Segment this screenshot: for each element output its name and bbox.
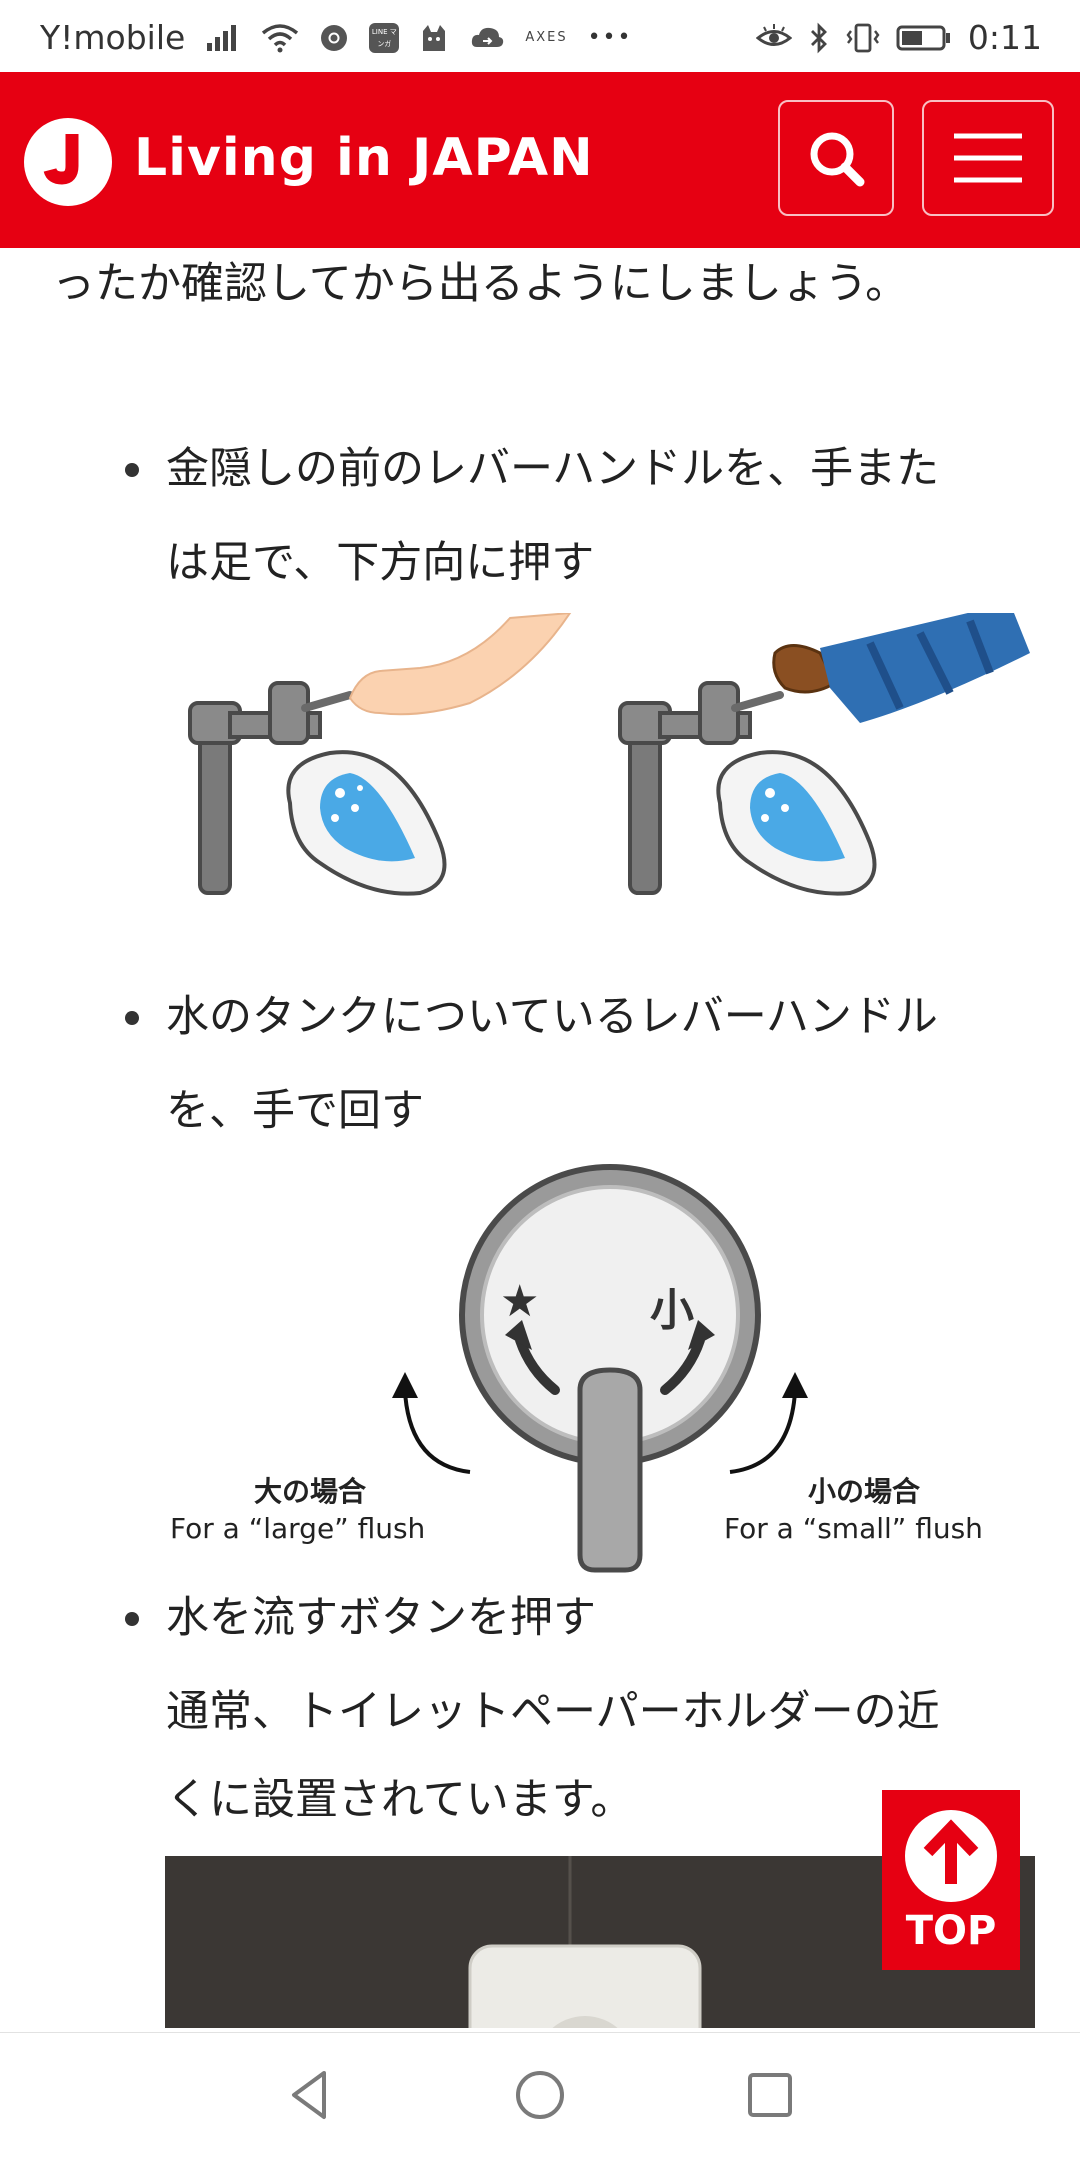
urinal-hand-illustration bbox=[188, 613, 572, 896]
urinal-lever-illustration bbox=[188, 613, 1030, 896]
cat-icon bbox=[423, 24, 446, 51]
list-item-line: は足で、下方向に押す bbox=[166, 538, 595, 588]
star-symbol: ★ bbox=[500, 1276, 540, 1327]
urinal-foot-illustration bbox=[618, 613, 1030, 896]
list-item-line: 水のタンクについているレバーハンドル bbox=[166, 992, 938, 1042]
large-flush-label-jp: 大の場合 bbox=[254, 1475, 367, 1508]
article-body: ったか確認してから出るようにしましょう。 金隠しの前のレバーハンドルを、手また … bbox=[0, 248, 1080, 2028]
list-item-line: くに設置されています。 bbox=[166, 1775, 634, 1825]
scroll-to-top-button[interactable]: TOP bbox=[882, 1790, 1020, 1970]
site-title[interactable]: Living in JAPAN bbox=[134, 128, 594, 188]
small-symbol: 小 bbox=[650, 1285, 694, 1336]
overflow-indicator: ••• bbox=[587, 25, 633, 50]
bullet-marker bbox=[125, 1011, 139, 1025]
eye-comfort-icon bbox=[755, 23, 792, 46]
living-in-japan-logo-icon[interactable] bbox=[22, 116, 114, 208]
bullet-marker bbox=[125, 1612, 139, 1626]
line-manga-icon: LINE マンガ bbox=[369, 22, 400, 53]
tank-lever-illustration bbox=[392, 1164, 808, 1573]
small-flush-label-jp: 小の場合 bbox=[808, 1475, 921, 1508]
axes-label: AXES bbox=[525, 30, 568, 45]
small-flush-label-en: For a “small” flush bbox=[724, 1512, 983, 1545]
arrow-up-circle-icon bbox=[905, 1810, 997, 1902]
list-item-line: 通常、トイレットペーパーホルダーの近 bbox=[166, 1687, 940, 1737]
vibrate-icon bbox=[846, 23, 880, 52]
hamburger-icon bbox=[954, 133, 1022, 183]
list-item-line: 金隠しの前のレバーハンドルを、手また bbox=[166, 444, 940, 494]
bullet-marker bbox=[125, 463, 139, 477]
search-icon bbox=[810, 132, 865, 187]
carrier-label: Y!mobile bbox=[40, 18, 186, 57]
site-header: Living in JAPAN bbox=[0, 72, 1080, 248]
menu-button[interactable] bbox=[922, 100, 1054, 216]
clock: 0:11 bbox=[967, 18, 1042, 57]
list-item-line: を、手で回す bbox=[166, 1086, 424, 1136]
large-flush-label-en: For a “large” flush bbox=[170, 1512, 426, 1545]
cloud-sync-icon bbox=[472, 27, 504, 47]
bluetooth-icon bbox=[810, 22, 827, 53]
intro-paragraph-tail: ったか確認してから出るようにしましょう。 bbox=[52, 259, 909, 309]
list-item-line: 水を流すボタンを押す bbox=[166, 1593, 596, 1643]
home-icon[interactable] bbox=[510, 2065, 570, 2125]
top-label: TOP bbox=[905, 1908, 997, 1954]
signal-icon bbox=[207, 24, 237, 51]
back-icon[interactable] bbox=[280, 2065, 340, 2125]
status-bar: Y!mobile LINE マンガ AXES ••• bbox=[0, 0, 1080, 72]
search-button[interactable] bbox=[778, 100, 894, 216]
chrome-icon bbox=[321, 24, 348, 51]
wifi-icon bbox=[262, 23, 299, 52]
system-navigation-bar bbox=[0, 2032, 1080, 2161]
recents-icon[interactable] bbox=[740, 2065, 800, 2125]
battery-icon bbox=[896, 25, 950, 50]
